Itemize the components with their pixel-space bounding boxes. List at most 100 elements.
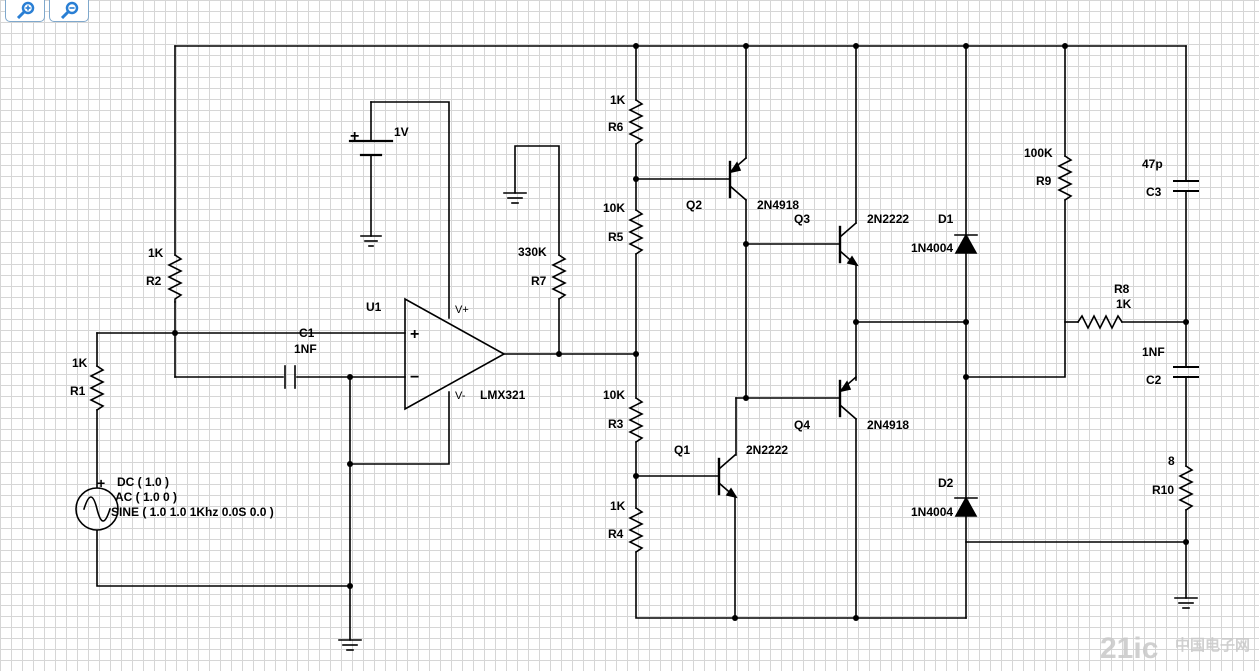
u1-in-plus: +	[410, 326, 419, 343]
zoom-out-icon	[60, 1, 79, 19]
wire	[635, 551, 967, 619]
r6-name: R6	[608, 120, 624, 134]
resistor-r9	[1057, 154, 1073, 202]
junction-dot	[347, 374, 353, 380]
d1-model: 1N4004	[911, 241, 953, 255]
resistor-r7	[551, 253, 567, 301]
capacitor-c3	[1173, 180, 1199, 192]
q1-model: 2N2222	[746, 443, 788, 457]
opamp-u1	[404, 297, 506, 411]
r2-value: 1K	[148, 246, 164, 260]
q3-model: 2N2222	[867, 212, 909, 226]
ground-left	[338, 639, 362, 651]
r5-value: 10K	[603, 201, 625, 215]
diode-d2	[954, 496, 978, 517]
resistor-r3	[628, 396, 644, 444]
u1-vplus: V+	[455, 304, 469, 316]
d1-name: D1	[938, 212, 954, 226]
r2-name: R2	[146, 274, 162, 288]
q2-model: 2N4918	[757, 198, 799, 212]
resistor-r8	[1076, 314, 1124, 330]
junction-dot	[743, 395, 749, 401]
wire	[349, 391, 450, 465]
watermark-text: 21ic	[1100, 632, 1158, 665]
junctions	[172, 43, 1189, 621]
zoom-in-button[interactable]	[5, 0, 45, 22]
resistor-r1	[89, 364, 105, 412]
resistor-r2	[167, 253, 183, 303]
source-sine: SINE ( 1.0 1.0 1Khz 0.0S 0.0 )	[111, 505, 274, 519]
wire	[96, 530, 351, 587]
junction-dot	[743, 241, 749, 247]
ac-source-symbol	[75, 487, 119, 531]
r7-name: R7	[531, 274, 547, 288]
u1-in-minus: −	[410, 369, 419, 386]
r10-name: R10	[1152, 483, 1174, 497]
r7-value: 330K	[518, 245, 547, 259]
resistor-r6	[628, 98, 644, 146]
junction-dot	[633, 473, 639, 479]
r8-value: 1K	[1116, 297, 1132, 311]
u1-vminus: V-	[455, 390, 466, 402]
transistor-q4	[838, 375, 858, 421]
watermark-logo: 21ic 中国电子网	[1100, 632, 1250, 665]
junction-dot	[1062, 43, 1068, 49]
zoom-in-icon	[16, 1, 35, 19]
capacitor-c2	[1173, 366, 1199, 378]
junction-dot	[963, 43, 969, 49]
c2-value: 1NF	[1142, 345, 1165, 359]
q2-name: Q2	[686, 198, 702, 212]
c1-name: C1	[299, 326, 315, 340]
r5-name: R5	[608, 230, 624, 244]
r1-name: R1	[70, 384, 86, 398]
capacitor-c1	[284, 365, 296, 389]
junction-dot	[963, 374, 969, 380]
r8-name: R8	[1114, 282, 1130, 296]
junction-dot	[633, 43, 639, 49]
transistor-q2	[728, 156, 748, 202]
q4-model: 2N4918	[867, 418, 909, 432]
zoom-out-button[interactable]	[49, 0, 89, 22]
wire	[370, 101, 450, 319]
junction-dot	[743, 43, 749, 49]
r9-value: 100K	[1024, 146, 1053, 160]
watermark-subtext: 中国电子网	[1175, 636, 1250, 654]
junction-dot	[633, 351, 639, 357]
junction-dot	[963, 319, 969, 325]
r6-value: 1K	[610, 93, 626, 107]
d2-model: 1N4004	[911, 505, 953, 519]
source-dc: DC ( 1.0 )	[117, 475, 169, 489]
battery-plus: +	[350, 128, 359, 145]
r9-name: R9	[1036, 174, 1052, 188]
r10-value: 8	[1168, 454, 1175, 468]
source-plus: +	[97, 475, 105, 491]
r1-value: 1K	[72, 356, 88, 370]
junction-dot	[556, 351, 562, 357]
r4-value: 1K	[610, 499, 626, 513]
d2-name: D2	[938, 476, 954, 490]
junction-dot	[633, 176, 639, 182]
ground-battery	[360, 235, 382, 247]
battery-symbol	[348, 139, 394, 157]
junction-dot	[347, 583, 353, 589]
junction-dot	[853, 43, 859, 49]
junction-dot	[1183, 539, 1189, 545]
source-ac: AC ( 1.0 0 )	[115, 490, 177, 504]
junction-dot	[853, 615, 859, 621]
wire	[514, 145, 560, 256]
junction-dot	[1183, 319, 1189, 325]
diode-d1	[954, 233, 978, 254]
q1-name: Q1	[674, 443, 690, 457]
resistor-r10	[1178, 464, 1194, 512]
wire	[965, 199, 1066, 378]
ground-right	[1174, 597, 1198, 609]
r4-name: R4	[608, 527, 624, 541]
c3-value: 47p	[1142, 157, 1163, 171]
u1-name: U1	[366, 300, 382, 314]
junction-dot	[853, 319, 859, 325]
r3-value: 10K	[603, 388, 625, 402]
c3-name: C3	[1146, 185, 1162, 199]
resistor-r4	[628, 506, 644, 554]
c1-value: 1NF	[294, 342, 317, 356]
